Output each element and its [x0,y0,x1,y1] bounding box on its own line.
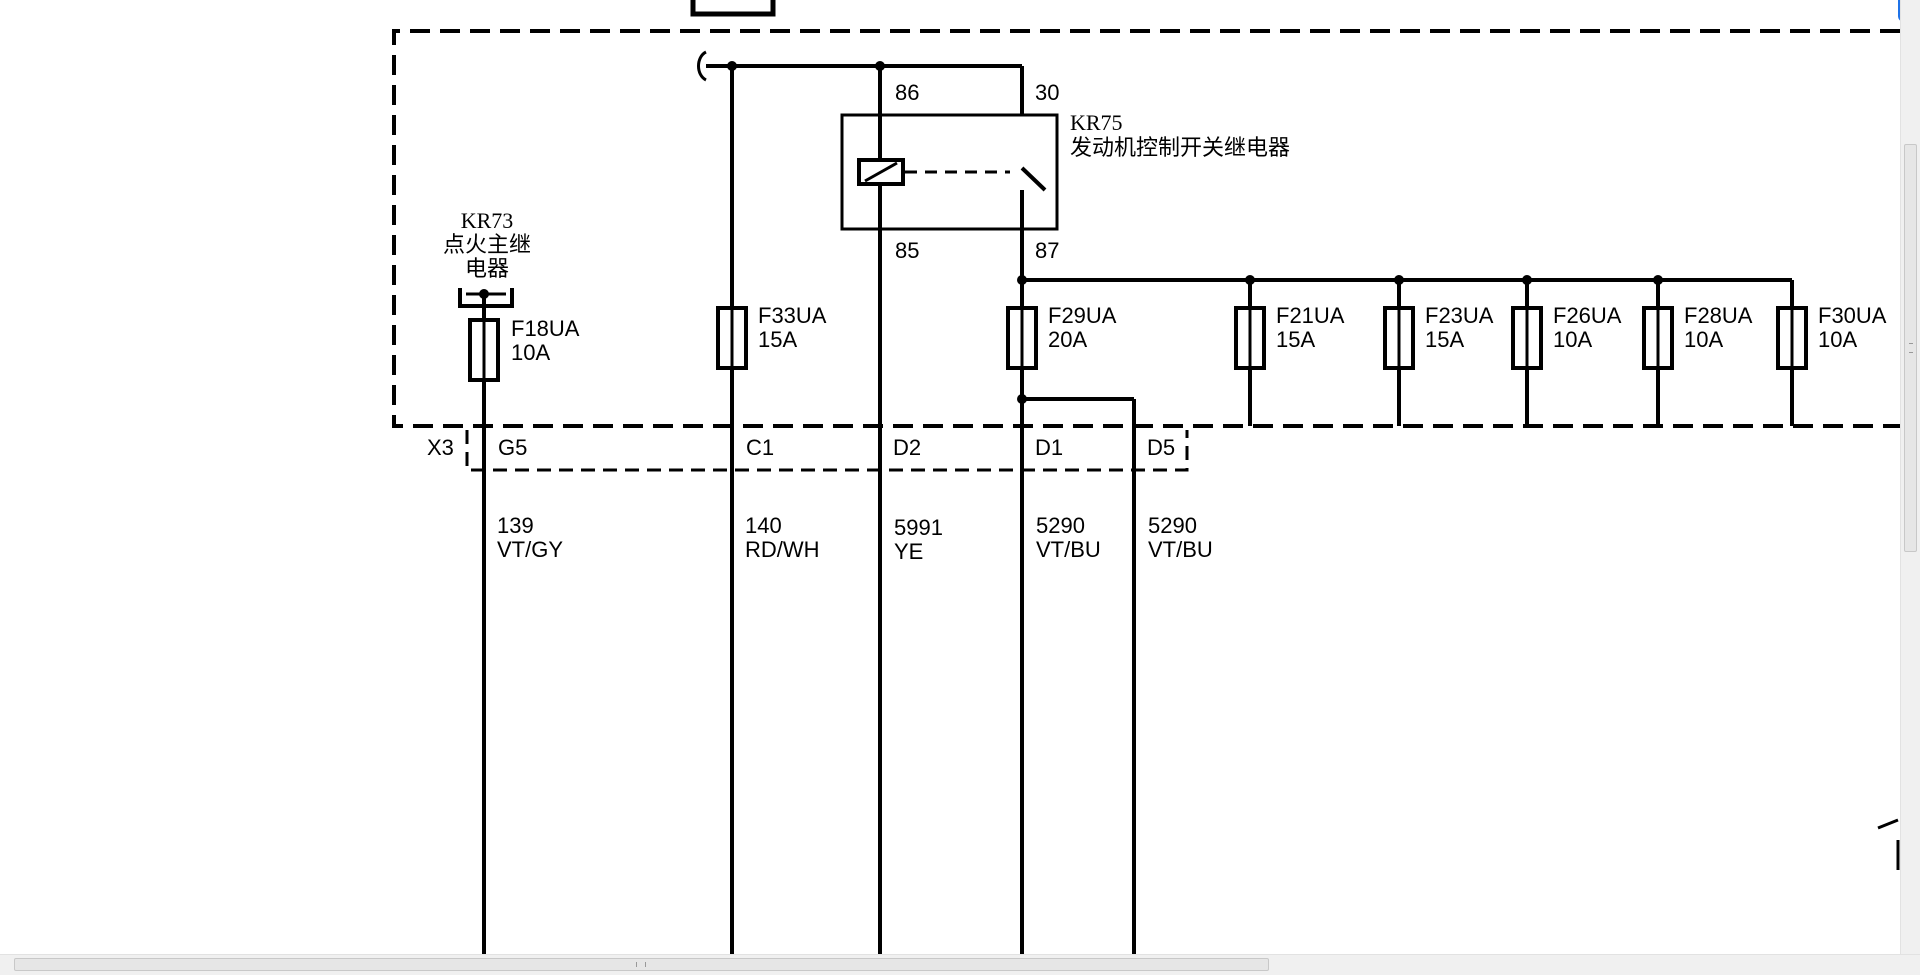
fuse-id-label: F28UA [1684,303,1753,328]
fuse-rating-label: 10A [1684,327,1723,352]
relay-kr73 [458,288,514,308]
fuse-rating-label: 10A [1818,327,1857,352]
fuse-rating-label: 15A [1276,327,1315,352]
vertical-scrollbar[interactable] [1900,0,1920,954]
fuse-rating-label: 15A [1425,327,1464,352]
wire-color-label: YE [894,539,923,564]
horizontal-scrollbar-thumb[interactable] [14,958,1269,971]
junction-dot [1017,275,1027,285]
connector-pin-label: C1 [746,435,774,460]
connector-pin-label: D2 [893,435,921,460]
wire-color-label: VT/GY [497,537,563,562]
fuse-rating-label: 15A [758,327,797,352]
kr75-pin87-label: 87 [1035,238,1059,263]
fuse-id-label: F29UA [1048,303,1117,328]
scroll-grip-icon [1909,343,1913,353]
relay-coil-diagonal [864,161,898,183]
fuse-rating-label: 10A [1553,327,1592,352]
offscreen-component-stub [1877,818,1900,870]
kr75-name-label: 发动机控制开关继电器 [1070,135,1290,160]
kr73-id-label: KR73 [461,208,514,233]
diagram-viewport: 86 30 85 87 KR75 发动机控制开关继电器 KR73 点火主继 电器… [392,0,1900,954]
wire-circuit-label: 140 [745,513,782,538]
kr75-pin30-label: 30 [1035,80,1059,105]
wire-circuit-label: 5290 [1148,513,1197,538]
scroll-grip-icon [636,962,646,967]
junction-dot [479,289,489,299]
fuse-id-label: F33UA [758,303,827,328]
relay-switch-contact [1020,166,1047,192]
wire-circuit-label: 5991 [894,515,943,540]
connector-x3-boundary [465,430,1189,472]
connector-pin-label: D5 [1147,435,1175,460]
horizontal-scrollbar[interactable] [0,954,1920,975]
connector-x3-label: X3 [427,435,454,460]
connector-pin-label: G5 [498,435,527,460]
fuse-id-label: F21UA [1276,303,1345,328]
kr73-name-line1: 点火主继 [443,232,531,257]
vertical-scrollbar-thumb[interactable] [1904,144,1917,552]
wire-circuit-label: 5290 [1036,513,1085,538]
kr73-name-line2: 电器 [465,256,509,281]
fuse-id-label: F30UA [1818,303,1887,328]
upper-component-stub [690,0,776,17]
fuse-rating-label: 10A [511,340,550,365]
wire-crossover-hook [697,50,707,82]
kr75-id-label: KR75 [1070,110,1123,135]
wire-color-label: RD/WH [745,537,820,562]
relay-kr75 [840,66,1059,231]
kr75-pin85-label: 85 [895,238,919,263]
junction-dot [1017,394,1027,404]
wire-color-label: VT/BU [1036,537,1101,562]
kr75-pin86-label: 86 [895,80,919,105]
wire-color-label: VT/BU [1148,537,1213,562]
wiring-diagram: 86 30 85 87 KR75 发动机控制开关继电器 KR73 点火主继 电器… [392,0,1900,954]
fuse-id-label: F23UA [1425,303,1494,328]
relay-kr73-bracket [458,288,514,308]
connector-pin-label: D1 [1035,435,1063,460]
fuse-id-label: F18UA [511,316,580,341]
wire-circuit-label: 139 [497,513,534,538]
fuse-block-boundary [392,29,1900,428]
fuse-rating-label: 20A [1048,327,1087,352]
fuse-id-label: F26UA [1553,303,1622,328]
